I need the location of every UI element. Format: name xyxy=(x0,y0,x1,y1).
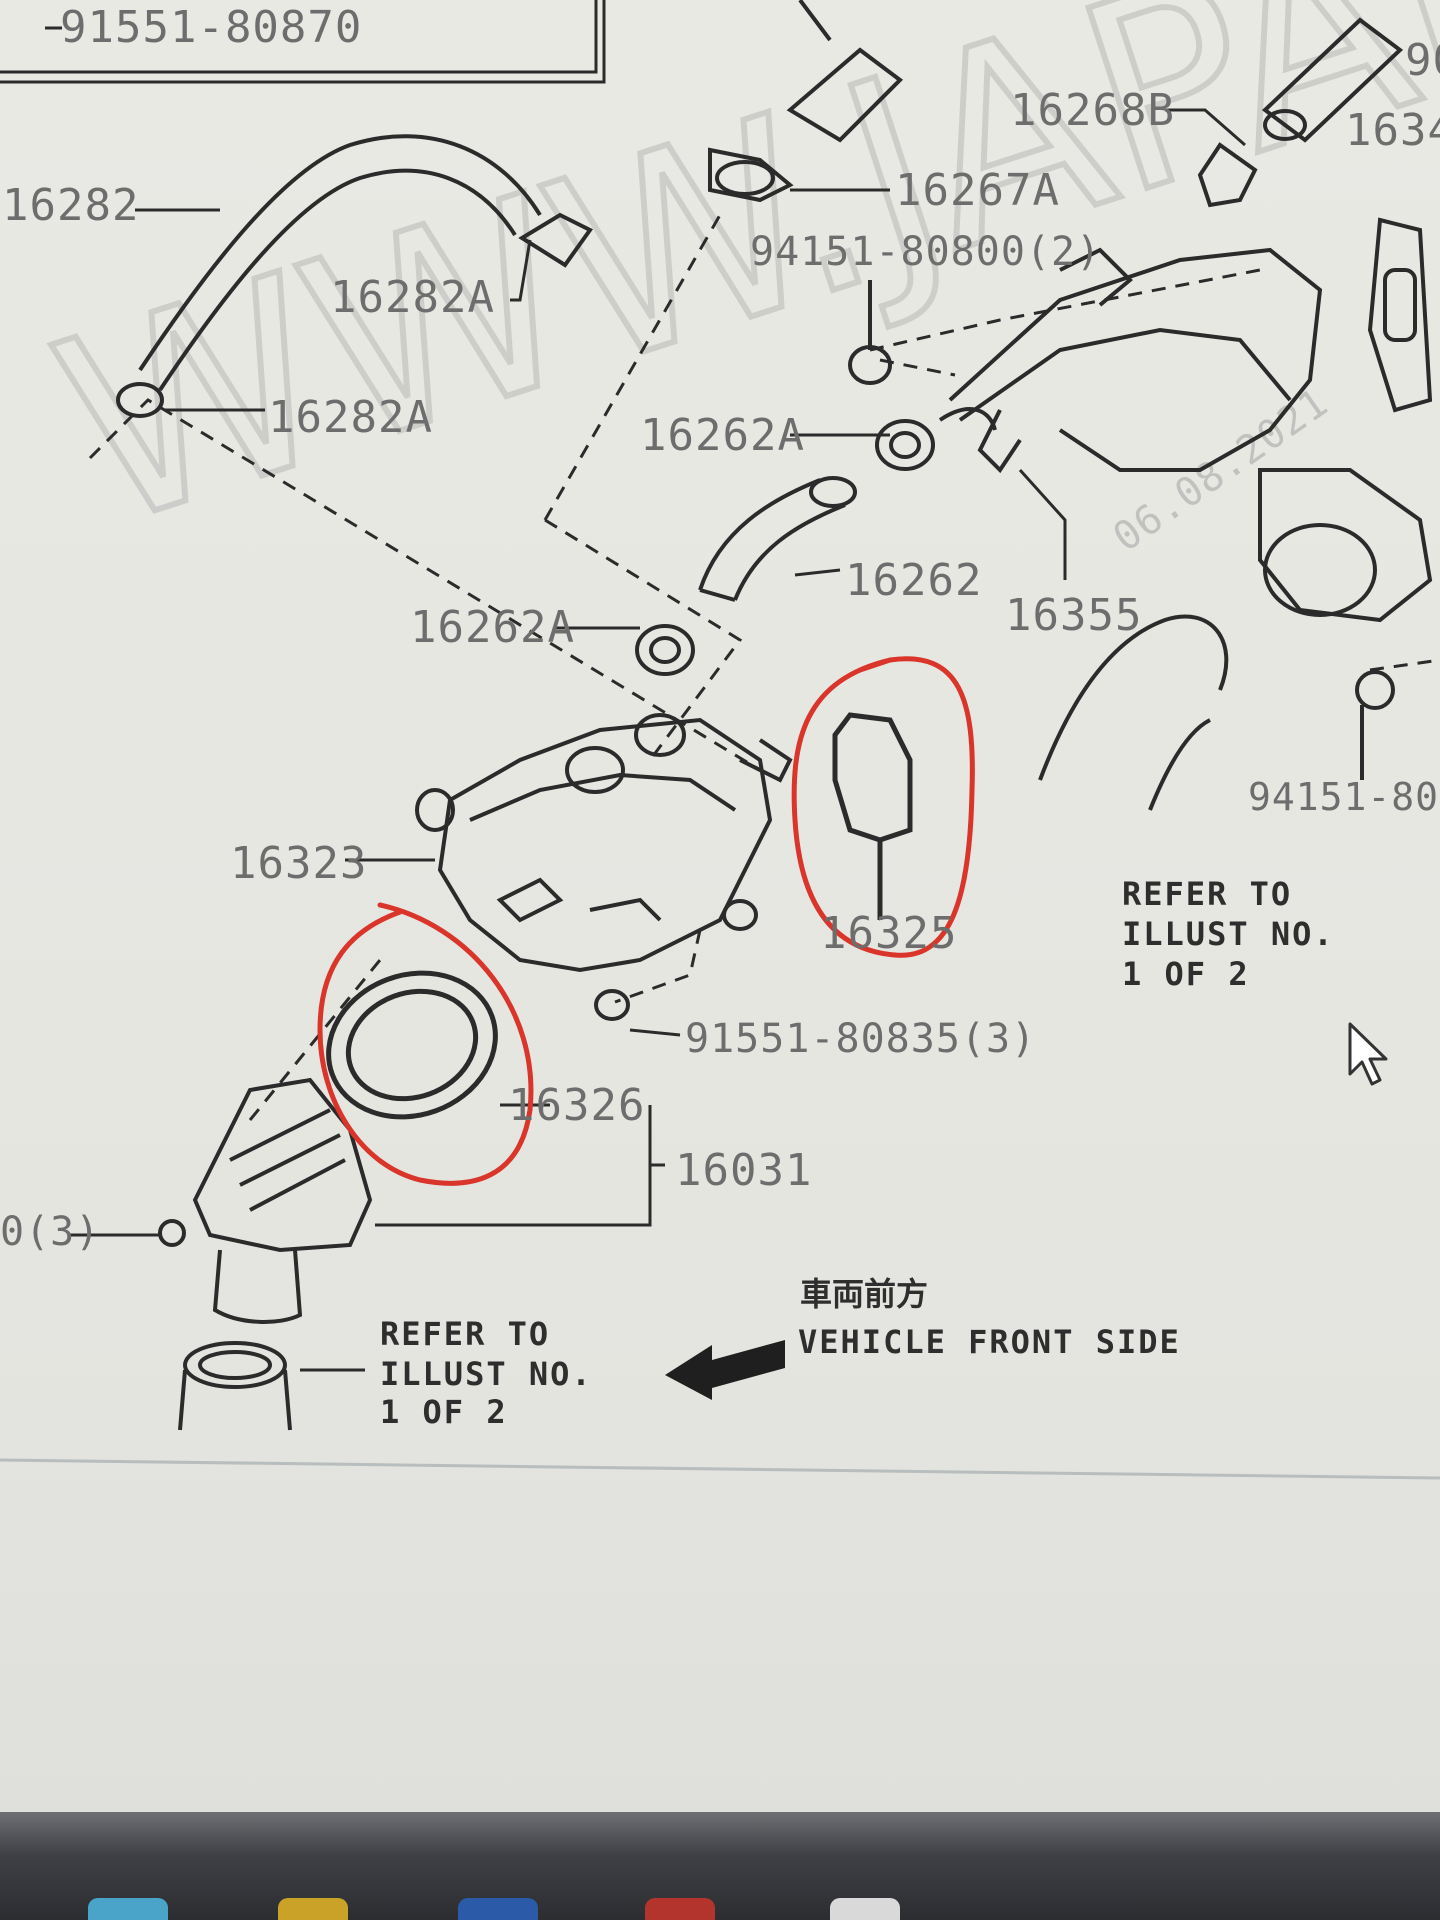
label-0-3: 0(3) xyxy=(0,1209,100,1255)
hose-16282 xyxy=(116,134,593,418)
highlight-circle-16325 xyxy=(791,656,975,958)
label-16262A-lower: 16262A xyxy=(410,602,575,653)
refer-bottom-line-2: ILLUST NO. xyxy=(380,1355,593,1393)
label-94151-80800: 94151-80800(2) xyxy=(750,229,1101,275)
hose-top-right xyxy=(786,0,1433,413)
taskbar-folder-icon[interactable] xyxy=(278,1898,348,1920)
label-94151-808: 94151-808 xyxy=(1248,775,1440,819)
label-91551-80835: 91551-80835(3) xyxy=(685,1016,1036,1062)
clip-16267A xyxy=(708,147,794,203)
label-16262A-upper: 16262A xyxy=(640,410,805,461)
refer-right-line-1: REFER TO xyxy=(1122,875,1292,913)
mouse-cursor-icon xyxy=(1348,1022,1388,1086)
label-16282: 16282 xyxy=(2,180,139,231)
label-16323: 16323 xyxy=(230,838,367,889)
leader-lines xyxy=(45,26,1246,1372)
hose-right xyxy=(1038,614,1229,811)
taskbar[interactable] xyxy=(0,1812,1440,1920)
highlight-circle-16326 xyxy=(317,902,534,1186)
label-16282A-lower: 16282A xyxy=(268,392,433,443)
label-91551-80870: 91551-80870 xyxy=(60,2,362,53)
label-90: 90 xyxy=(1405,35,1440,86)
label-16267A: 16267A xyxy=(895,165,1060,216)
pipe-bottom xyxy=(178,1341,292,1431)
refer-right-line-3: 1 OF 2 xyxy=(1122,955,1250,993)
inset-box xyxy=(0,0,606,84)
vehicle-front-label: VEHICLE FRONT SIDE xyxy=(798,1323,1181,1361)
label-16268B: 16268B xyxy=(1010,85,1175,136)
thermostat-16031 xyxy=(158,1077,373,1324)
label-16262: 16262 xyxy=(845,555,982,606)
refer-right-line-2: ILLUST NO. xyxy=(1122,915,1335,953)
refer-bottom-line-1: REFER TO xyxy=(380,1315,550,1353)
refer-bottom-line-3: 1 OF 2 xyxy=(380,1393,508,1431)
label-16031: 16031 xyxy=(675,1145,812,1196)
clamp-16262A-upper xyxy=(875,419,935,471)
outlet-16323 xyxy=(415,713,793,973)
taskbar-app-icon-4[interactable] xyxy=(830,1898,900,1920)
label-1634: 1634 xyxy=(1345,105,1440,156)
vehicle-front-cjk: 車両前方 xyxy=(800,1275,928,1313)
label-16326: 16326 xyxy=(508,1080,645,1131)
taskbar-app-icon-2[interactable] xyxy=(458,1898,538,1920)
hose-16262 xyxy=(698,476,857,602)
clamp-16262A-lower xyxy=(635,624,695,676)
bolt-91551-80835 xyxy=(594,989,630,1021)
vehicle-front-arrow xyxy=(665,1340,785,1400)
bolt-94151-808 xyxy=(1355,670,1395,780)
housing-16355 xyxy=(938,247,1433,623)
label-16282A-upper: 16282A xyxy=(330,272,495,323)
watermark-text: WWW.JAPAN xyxy=(27,0,1440,587)
label-16355: 16355 xyxy=(1005,590,1142,641)
taskbar-app-icon-1[interactable] xyxy=(88,1898,168,1920)
gasket-16325 xyxy=(832,712,913,920)
label-16325: 16325 xyxy=(820,908,957,959)
bolt-94151-80800 xyxy=(848,280,892,385)
gasket-16326 xyxy=(326,970,498,1120)
red-highlights xyxy=(317,656,975,1186)
dashed-lines xyxy=(88,214,1440,1121)
page-divider xyxy=(0,1458,1440,1480)
taskbar-app-icon-3[interactable] xyxy=(645,1898,715,1920)
